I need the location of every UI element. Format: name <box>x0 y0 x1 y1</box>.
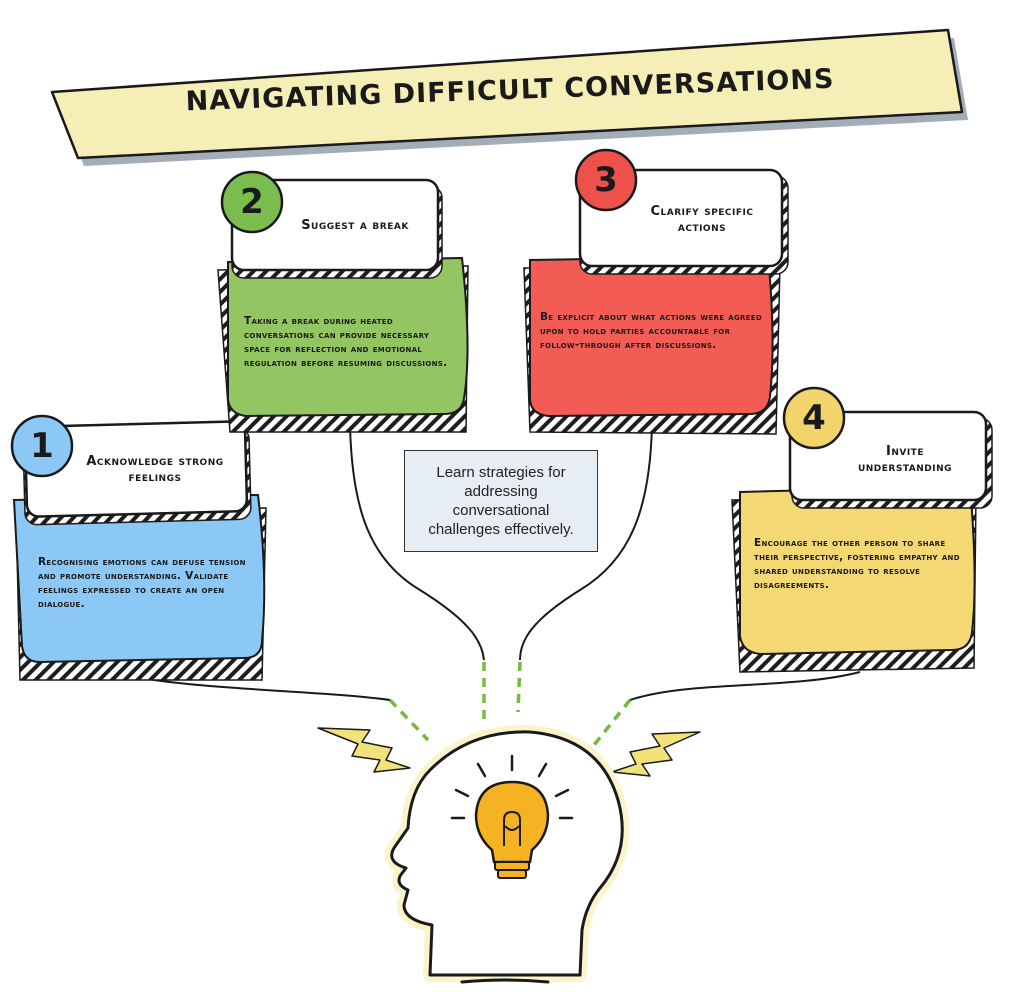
step-card-1 <box>10 414 267 681</box>
center-note: Learn strategies for addressing conversa… <box>404 450 598 552</box>
connector-dashes <box>388 661 632 747</box>
step-number-2: 2 <box>240 182 264 222</box>
step-card-4 <box>731 386 993 673</box>
step-body-4: Encourage the other person to share thei… <box>754 537 960 591</box>
step-body-3: Be explicit about what actions were agre… <box>540 311 762 351</box>
step-number-4: 4 <box>802 398 826 438</box>
light-bulb-icon <box>450 754 574 879</box>
step-heading-1: Acknowledge strong feelings <box>86 454 224 485</box>
lightning-bolt-icon <box>317 727 411 773</box>
lightning-bolt-icon <box>611 731 701 777</box>
step-body-1: Recognising emotions can defuse tension … <box>38 556 246 610</box>
step-number-1: 1 <box>30 426 54 466</box>
step-heading-4: Invite understanding <box>857 444 953 475</box>
step-body-2: Taking a break during heated conversatio… <box>244 315 448 369</box>
step-card-2 <box>217 170 469 433</box>
step-heading-2: Suggest a break <box>301 218 409 233</box>
step-number-3: 3 <box>594 160 618 200</box>
step-card-3 <box>523 148 789 435</box>
title-banner <box>50 28 968 166</box>
step-heading-3: Clarify specific actions <box>650 204 754 235</box>
